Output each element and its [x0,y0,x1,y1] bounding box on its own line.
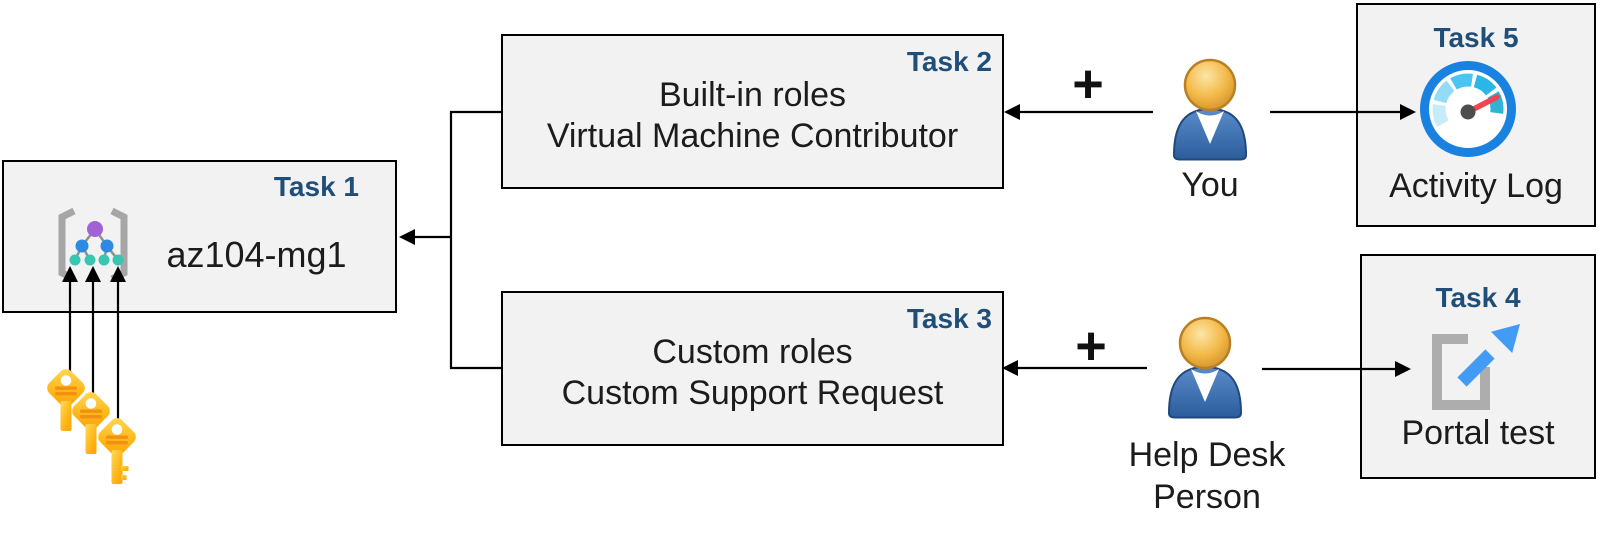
three-keys-icon [44,366,136,484]
task4-box: Task 4 Portal test [1360,254,1596,479]
gauge-segments [1432,73,1504,127]
gauge-icon [1420,61,1516,157]
helpdesk-label-line1: Help Desk [1128,436,1286,474]
task5-title: Activity Log [1389,167,1563,205]
plus-sign-bottom: + [1075,316,1107,376]
external-link-icon [1432,324,1520,410]
task4-title: Portal test [1401,414,1555,452]
task2-line1: Built-in roles [658,76,847,114]
task5-box: Task 5 Activity Log [1356,3,1596,227]
task5-tag: Task 5 [1433,22,1519,53]
helpdesk-person-icon [1167,316,1243,419]
task1-title: az104-mg1 [166,234,347,275]
you-label: You [1181,166,1239,204]
key-3 [98,418,136,484]
task3-tag: Task 3 [906,303,992,334]
task1-tag: Task 1 [273,171,359,202]
you-person-icon [1172,58,1248,161]
task3-line1: Custom roles [652,333,853,371]
task3-box: Task 3 Custom roles Custom Support Reque… [501,291,1004,446]
task4-tag: Task 4 [1435,282,1521,313]
gauge-hub [1460,104,1476,120]
bracket-connector-task2-task3 [449,110,502,370]
task2-tag: Task 2 [906,46,992,77]
task1-box: Task 1 az104-mg1 [2,160,397,313]
task2-box: Task 2 Built-in roles Virtual Machine Co… [501,34,1004,189]
helpdesk-label-line2: Person [1153,478,1261,516]
management-group-icon [58,207,128,283]
task3-line2: Custom Support Request [561,374,944,412]
task2-line2: Virtual Machine Contributor [546,117,959,155]
plus-sign-top: + [1072,54,1104,114]
